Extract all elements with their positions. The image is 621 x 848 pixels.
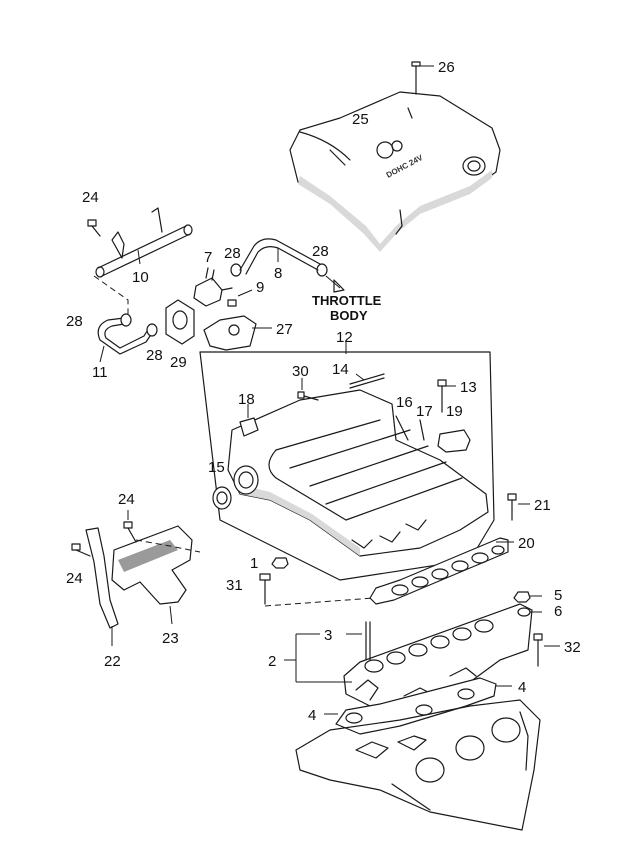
callout-12: 12 [336, 329, 353, 346]
throttle-body-note: THROTTLE [312, 293, 382, 308]
callout-24: 24 [82, 189, 99, 206]
callout-28: 28 [224, 245, 241, 262]
callout-14: 14 [332, 361, 349, 378]
callout-30: 30 [292, 363, 309, 380]
callout-4: 4 [518, 679, 526, 696]
callout-7: 7 [204, 249, 212, 266]
callout-25: 25 [352, 111, 369, 128]
cylinder-head [295, 699, 541, 831]
callout-22: 22 [104, 653, 121, 670]
pcv-valve [193, 267, 233, 307]
nut-1 [271, 557, 289, 569]
callout-17: 17 [416, 403, 433, 420]
bolt-21 [507, 493, 530, 521]
stud-16 [395, 415, 409, 441]
callout-21: 21 [534, 497, 551, 514]
throttle-body-note: BODY [330, 308, 368, 323]
stud-17 [419, 419, 425, 441]
callout-27: 27 [276, 321, 293, 338]
callout-10: 10 [132, 269, 149, 286]
callout-26: 26 [438, 59, 455, 76]
callout-6: 6 [554, 603, 562, 620]
callout-9: 9 [256, 279, 264, 296]
bracket-27 [203, 315, 272, 351]
pcv-bolt-24 [87, 219, 101, 237]
hose-8 [239, 238, 345, 293]
callout-28: 28 [312, 243, 329, 260]
bracket-19 [437, 429, 471, 453]
callout-8: 8 [274, 265, 282, 282]
bolt-13 [437, 379, 456, 413]
cover-bolt [411, 61, 434, 95]
callout-24: 24 [118, 491, 135, 508]
callout-20: 20 [518, 535, 535, 552]
bracket-22 [85, 527, 119, 646]
callout-2: 2 [268, 653, 276, 670]
callout-23: 23 [162, 630, 179, 647]
dashed-hose-connection [93, 275, 129, 318]
callout-4: 4 [308, 707, 316, 724]
callout-28: 28 [146, 347, 163, 364]
pcv-pipe [95, 207, 193, 278]
dashed-bracket [135, 539, 201, 553]
hose-clamp [120, 263, 328, 337]
bolt-9 [227, 289, 253, 307]
callout-18: 18 [238, 391, 255, 408]
stud-3 [346, 621, 371, 661]
callout-15: 15 [208, 459, 225, 476]
callout-29: 29 [170, 354, 187, 371]
callout-19: 19 [446, 403, 463, 420]
dashed-alignment [264, 597, 375, 607]
stud-14 [349, 373, 385, 389]
gasket-15 [212, 486, 232, 510]
callout-5: 5 [554, 587, 562, 604]
sensor-18 [239, 404, 259, 437]
throttle-gasket [165, 299, 195, 345]
callout-11: 11 [92, 364, 108, 381]
callout-13: 13 [460, 379, 477, 396]
callout-32: 32 [564, 639, 581, 656]
nut-5 [513, 591, 542, 603]
washer-6 [517, 607, 542, 617]
callout-31: 31 [226, 577, 243, 594]
callout-labels: 26 25 24 10 7 28 8 28 9 THROTTLE BODY 28… [66, 59, 581, 724]
callout-28: 28 [66, 313, 83, 330]
bolt-32 [533, 633, 560, 667]
bracket-bolts-24 [71, 510, 137, 557]
callout-1: 1 [250, 555, 258, 572]
callout-16: 16 [396, 394, 413, 411]
callout-3: 3 [324, 627, 332, 644]
lower-intake-manifold [343, 603, 533, 713]
upper-gasket [369, 537, 509, 605]
hose-11 [97, 317, 155, 363]
bolt-31 [259, 573, 271, 605]
upper-intake-manifold [227, 389, 489, 557]
engine-cover: DOHC 24V [289, 91, 501, 252]
bracket-leader-2 [295, 633, 352, 683]
bracket-23 [111, 525, 193, 625]
callout-24: 24 [66, 570, 83, 587]
bolt-30 [297, 378, 319, 401]
